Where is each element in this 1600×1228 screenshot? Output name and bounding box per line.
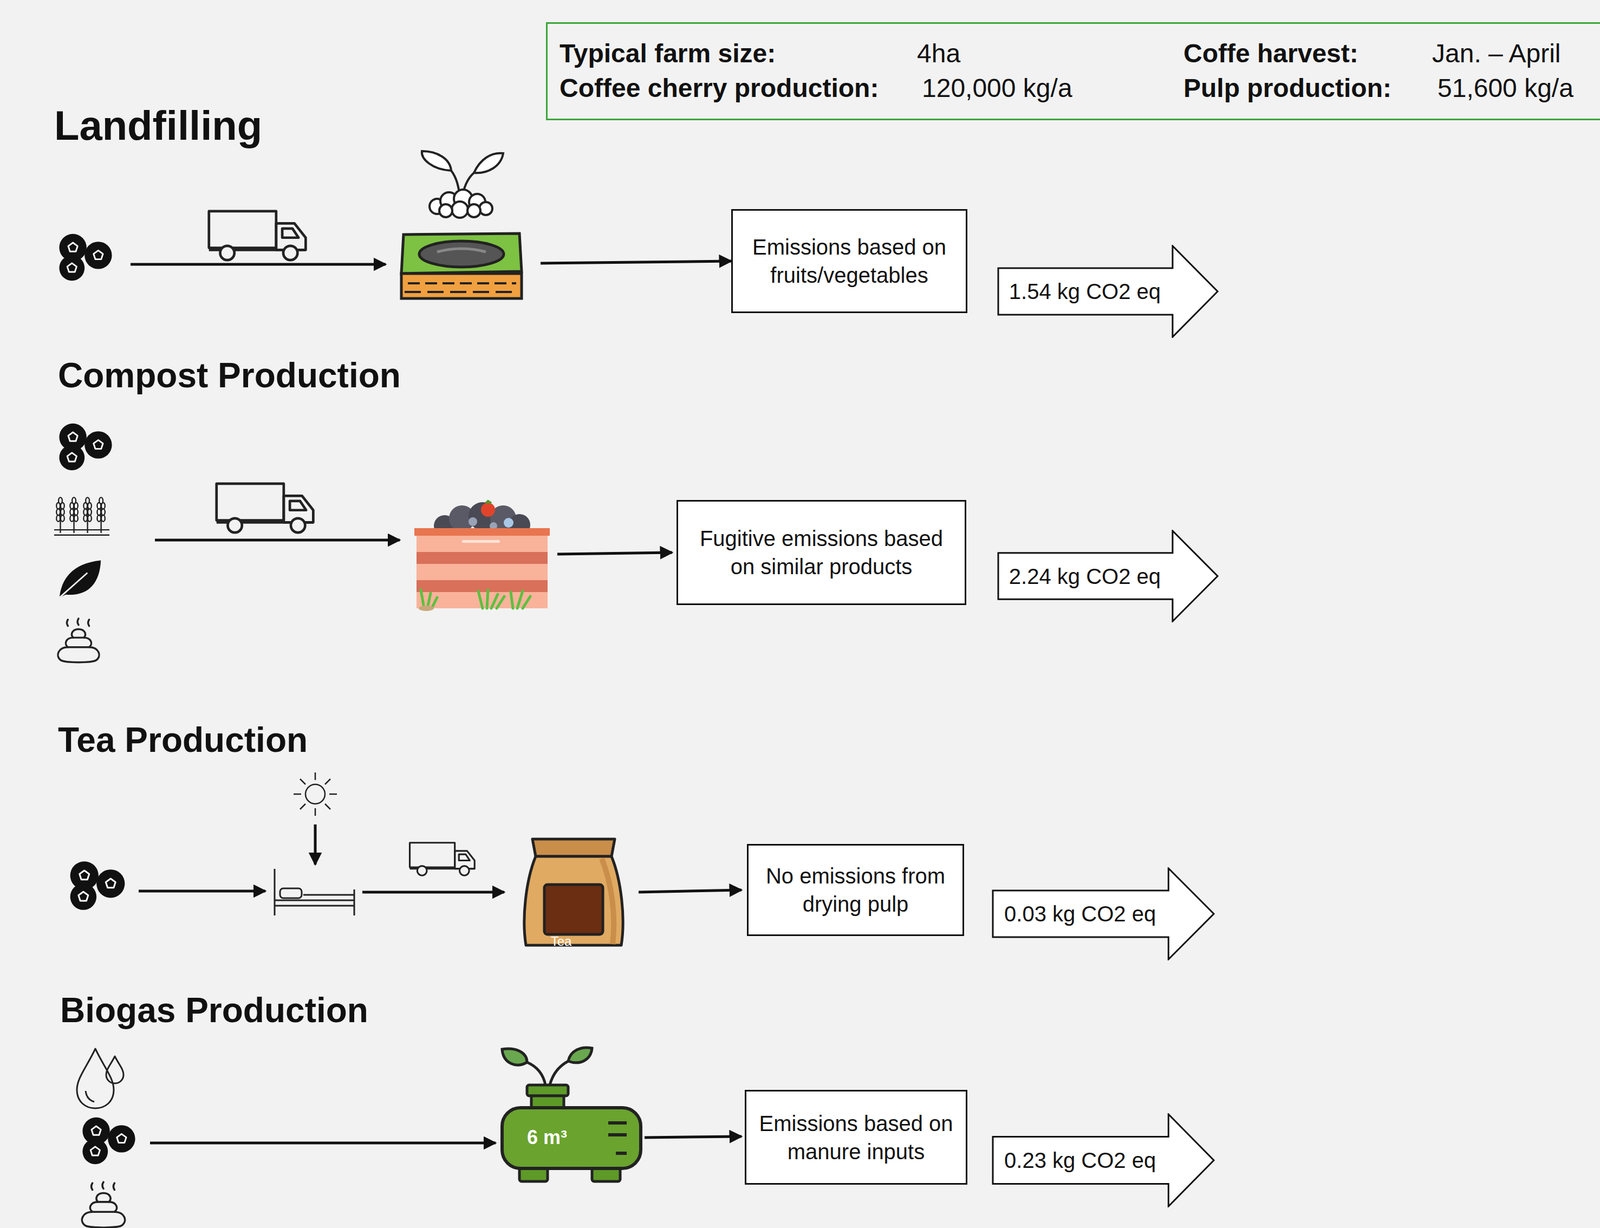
info-value: Jan. – April (1432, 37, 1561, 70)
emission-value: 2.24 kg CO2 eq (997, 553, 1173, 600)
tea-row-illustration (70, 772, 742, 946)
process-box: Emissions based on manure inputs (744, 1089, 968, 1185)
tank-volume: 6 m³ (527, 1125, 568, 1149)
section-title: Biogas Production (60, 989, 369, 1032)
info-box: Typical farm size: 4haCoffee cherry produ… (545, 22, 1600, 121)
result-arrow: 1.54 kg CO2 eq (997, 244, 1220, 338)
landfill-row-illustration (59, 151, 732, 299)
emission-value: 0.23 kg CO2 eq (991, 1136, 1169, 1185)
emission-value: 0.03 kg CO2 eq (991, 890, 1169, 938)
emission-value: 1.54 kg CO2 eq (997, 268, 1173, 315)
result-arrow: 0.23 kg CO2 eq (991, 1113, 1216, 1208)
info-label: Pulp production: (1183, 72, 1392, 104)
compost-row-illustration (54, 423, 673, 663)
box-text: Emissions based on fruits/vegetables (740, 232, 959, 290)
box-text: No emissions from drying pulp (756, 861, 955, 919)
biogas-row-illustration (76, 1047, 742, 1228)
box-text: Fugitive emissions based on similar prod… (685, 524, 958, 581)
box-text: Emissions based on manure inputs (753, 1109, 959, 1166)
process-box: Emissions based on fruits/vegetables (731, 209, 968, 314)
section-title: Landfilling (54, 100, 263, 151)
info-value: 120,000 kg/a (921, 72, 1073, 104)
info-label: Coffe harvest: (1183, 37, 1359, 70)
info-label: Coffee cherry production: (559, 72, 879, 104)
info-label: Typical farm size: (559, 37, 776, 70)
process-box: Fugitive emissions based on similar prod… (676, 499, 967, 606)
info-value: 51,600 kg/a (1437, 72, 1574, 104)
section-title: Compost Production (57, 354, 401, 397)
result-arrow: 2.24 kg CO2 eq (997, 529, 1220, 623)
section-title: Tea Production (57, 719, 308, 762)
bag-label: Tea (550, 933, 572, 950)
info-value: 4ha (916, 37, 961, 70)
process-box: No emissions from drying pulp (746, 843, 965, 936)
result-arrow: 0.03 kg CO2 eq (991, 867, 1216, 961)
